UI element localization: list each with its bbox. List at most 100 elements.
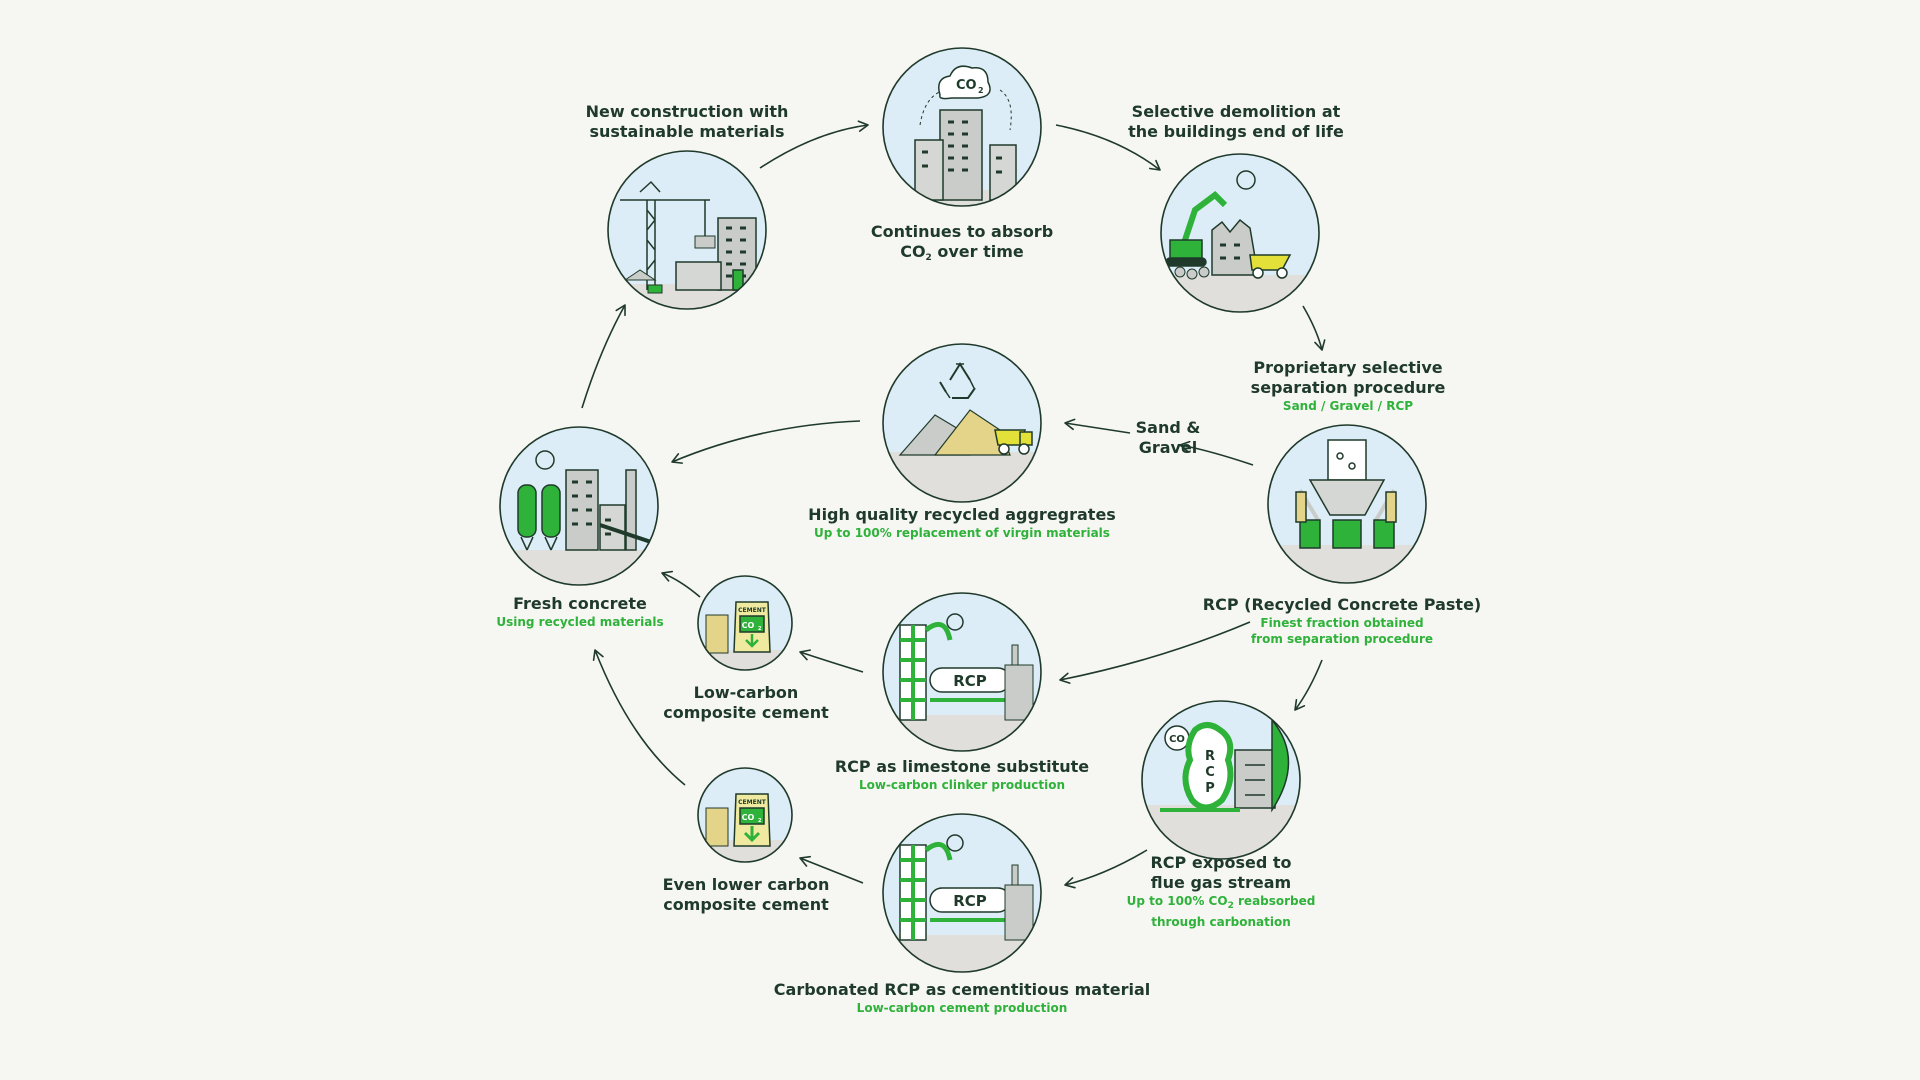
sun-icon <box>1236 170 1256 190</box>
arrow-lowcarbon-to-fresh <box>661 570 701 598</box>
flue-gas-title-line1: RCP exposed to <box>1150 853 1292 872</box>
illustration-even-lower-cement: CEMENT CO 2 <box>697 767 793 863</box>
arrow-aggregates-to-fresh <box>671 420 861 464</box>
dump-truck-icon <box>994 429 1033 455</box>
crane-icon <box>620 180 710 290</box>
illustration-separation-plant <box>1267 424 1427 584</box>
arrow-separation-to-sandgravel <box>1179 440 1254 466</box>
absorb-title-line1: Continues to absorb <box>870 222 1054 241</box>
low-carbon-title-line2: composite cement <box>663 703 829 722</box>
aggregates-title: High quality recycled aggregrates <box>808 505 1116 524</box>
arrow-construction-to-absorb <box>759 120 869 169</box>
carbonated-subtitle: Low-carbon cement production <box>856 1001 1068 1015</box>
illustration-flue-gas-carbonation: CO R C P <box>1141 700 1301 860</box>
svg-text:2: 2 <box>758 626 762 632</box>
arrow-sandgravel-to-aggregates <box>1064 418 1131 434</box>
label-flue-gas: RCP exposed to flue gas stream Up to 100… <box>1127 853 1316 930</box>
plant-building-icon <box>565 469 658 551</box>
reactor-letter-c: C <box>1205 765 1215 780</box>
separation-title-line1: Proprietary selective <box>1253 358 1443 377</box>
svg-text:CO: CO <box>742 621 755 630</box>
illustration-recycled-aggregates <box>882 343 1042 503</box>
flow-arrows <box>581 120 1326 889</box>
kiln-drum-icon: RCP <box>929 887 1011 922</box>
co2-icon-subscript: 2 <box>978 86 984 95</box>
illustration-low-carbon-cement: CEMENT CO 2 <box>697 575 793 671</box>
arrow-carbonated-to-evenlower <box>799 855 864 884</box>
rcp-subtitle-line2: from separation procedure <box>1250 632 1434 646</box>
separator-machine-icon <box>1295 439 1397 549</box>
rcp-title: RCP (Recycled Concrete Paste) <box>1202 595 1482 614</box>
carbonated-title: Carbonated RCP as cementitious material <box>773 980 1151 999</box>
fresh-concrete-title: Fresh concrete <box>513 594 647 613</box>
arrow-rcp-to-limestone <box>1059 621 1251 684</box>
aggregates-subtitle: Up to 100% replacement of virgin materia… <box>814 526 1110 540</box>
dump-truck-icon <box>1249 254 1292 279</box>
separation-title-line2: separation procedure <box>1250 378 1446 397</box>
label-absorb-co2: Continues to absorb CO2 over time <box>871 222 1053 268</box>
down-arrow-icon <box>745 634 759 648</box>
reactor-letter-p: P <box>1205 781 1215 796</box>
label-low-carbon-cement: Low-carbon composite cement <box>663 683 829 723</box>
illustration-cement-plant: RCP <box>882 813 1042 973</box>
demolition-title-line1: Selective demolition at <box>1131 102 1341 121</box>
co2-icon-text: CO <box>956 78 977 93</box>
kiln-drum-label: RCP <box>953 672 987 690</box>
illustration-demolition <box>1160 153 1320 313</box>
building-icon <box>675 217 757 291</box>
sun-icon <box>946 834 964 852</box>
building-icon <box>914 109 1017 201</box>
label-carbonated: Carbonated RCP as cementitious material … <box>774 980 1150 1016</box>
co2-bubble-icon: CO <box>1164 725 1190 751</box>
down-arrow-icon <box>743 826 761 843</box>
sand-gravel-line2: Gravel <box>1138 438 1198 457</box>
reactor-letter-r: R <box>1205 749 1215 764</box>
limestone-title: RCP as limestone substitute <box>834 757 1090 776</box>
fresh-concrete-subtitle: Using recycled materials <box>496 615 664 629</box>
cement-bag-label: CEMENT <box>738 799 767 806</box>
arrow-evenlower-to-fresh <box>592 649 686 786</box>
new-construction-title-line1: New construction with <box>585 102 789 121</box>
separation-subtitle: Sand / Gravel / RCP <box>1282 399 1414 413</box>
absorb-title-line2: CO2 over time <box>900 242 1024 263</box>
svg-text:CO: CO <box>1169 734 1185 745</box>
carbonation-reactor-icon: R C P <box>1160 717 1290 813</box>
label-separation: Proprietary selective separation procedu… <box>1251 358 1446 414</box>
illustration-new-construction <box>607 150 767 310</box>
excavator-icon <box>1165 191 1228 267</box>
even-lower-title-line2: composite cement <box>663 895 829 914</box>
label-even-lower-cement: Even lower carbon composite cement <box>663 875 830 915</box>
svg-text:2: 2 <box>758 818 762 824</box>
label-limestone: RCP as limestone substitute Low-carbon c… <box>835 757 1089 793</box>
rcp-subtitle-line1: Finest fraction obtained <box>1260 616 1424 630</box>
new-construction-title-line2: sustainable materials <box>589 122 785 141</box>
recycle-icon <box>939 362 976 399</box>
label-fresh-concrete: Fresh concrete Using recycled materials <box>496 594 663 630</box>
svg-text:CO: CO <box>742 813 755 822</box>
flue-gas-subtitle-line2: through carbonation <box>1151 915 1291 929</box>
demolition-title-line2: the buildings end of life <box>1128 122 1344 141</box>
illustration-absorb-co2: CO 2 <box>882 47 1042 207</box>
flue-gas-title-line2: flue gas stream <box>1150 873 1292 892</box>
kiln-drum-icon: RCP <box>929 667 1011 702</box>
sand-gravel-line1: Sand & <box>1135 418 1201 437</box>
cement-bag-icon: CEMENT CO 2 <box>733 793 771 847</box>
cement-bag-label: CEMENT <box>738 607 767 614</box>
even-lower-title-line1: Even lower carbon <box>662 875 830 894</box>
kiln-drum-label: RCP <box>953 892 987 910</box>
arrow-rcp-to-flue <box>1294 659 1323 711</box>
sun-icon <box>946 613 964 631</box>
arrow-fresh-to-construction <box>581 304 626 409</box>
flue-gas-subtitle-line1: Up to 100% CO2 reabsorbed <box>1126 894 1316 911</box>
label-sand-gravel: Sand & Gravel <box>1136 418 1201 458</box>
label-aggregates: High quality recycled aggregrates Up to … <box>808 505 1116 541</box>
arrow-demolition-to-separation <box>1302 305 1326 351</box>
arrow-limestone-to-lowcarbon <box>799 649 864 673</box>
label-new-construction: New construction with sustainable materi… <box>586 102 789 142</box>
preheater-tower-icon <box>899 841 953 941</box>
silo-icon <box>517 484 561 551</box>
co2-cloud-icon: CO 2 <box>938 65 991 100</box>
arrow-absorb-to-demolition <box>1055 124 1161 171</box>
sun-icon <box>535 450 555 470</box>
